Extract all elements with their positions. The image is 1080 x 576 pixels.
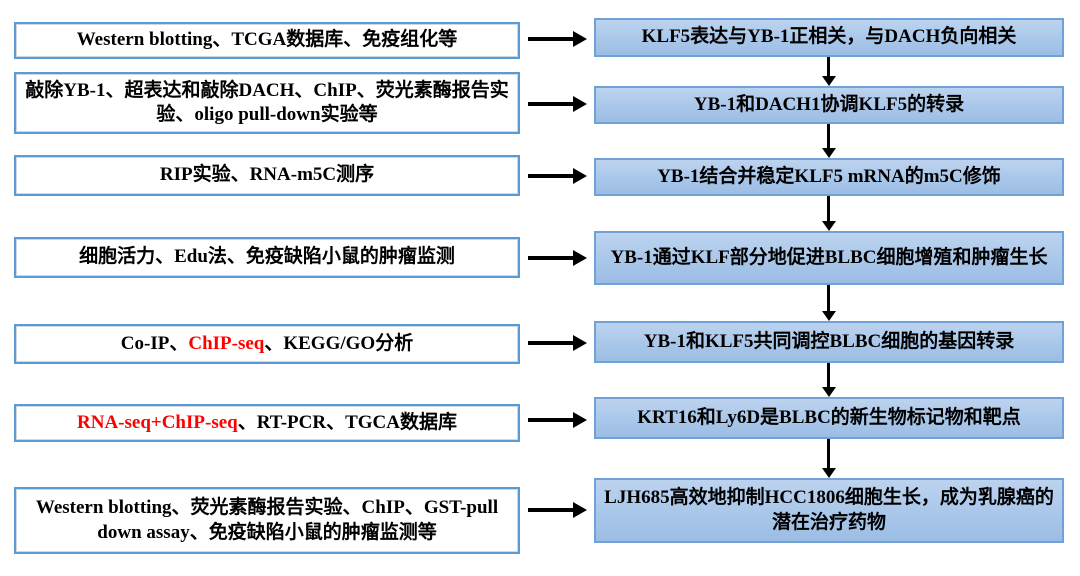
arrow-down-icon bbox=[821, 196, 836, 231]
method-text-1: Western blotting、TCGA数据库、免疫组化等 bbox=[76, 29, 458, 51]
arrow-right-icon bbox=[528, 502, 587, 518]
arrow-right-icon bbox=[528, 250, 587, 266]
finding-text-6: KRT16和Ly6D是BLBC的新生物标记物和靶点 bbox=[637, 406, 1021, 428]
arrow-down-icon bbox=[821, 285, 836, 321]
arrow-down-icon bbox=[821, 439, 836, 478]
finding-text-7: LJH685高效地抑制HCC1806细胞生长，成为乳腺癌的潜在治疗药物 bbox=[604, 487, 1054, 533]
method-text-5: Co-IP、ChIP-seq、KEGG/GO分析 bbox=[120, 332, 414, 354]
arrow-right-icon bbox=[528, 96, 587, 112]
arrow-down-icon bbox=[821, 57, 836, 86]
finding-text-1: KLF5表达与YB-1正相关，与DACH负向相关 bbox=[641, 26, 1017, 48]
arrow-right-icon bbox=[528, 168, 587, 184]
finding-text-4: YB-1通过KLF部分地促进BLBC细胞增殖和肿瘤生长 bbox=[610, 246, 1048, 268]
finding-box-2: YB-1和DACH1协调KLF5的转录 bbox=[594, 86, 1064, 124]
arrow-right-icon bbox=[528, 412, 587, 428]
finding-box-4: YB-1通过KLF部分地促进BLBC细胞增殖和肿瘤生长 bbox=[594, 231, 1064, 285]
method-box-4: 细胞活力、Edu法、免疫缺陷小鼠的肿瘤监测 bbox=[14, 237, 520, 278]
method-box-6: RNA-seq+ChIP-seq、RT-PCR、TGCA数据库 bbox=[14, 404, 520, 442]
method-text-4: 细胞活力、Edu法、免疫缺陷小鼠的肿瘤监测 bbox=[79, 246, 455, 268]
arrow-right-icon bbox=[528, 335, 587, 351]
method-text-2: 敲除YB-1、超表达和敲除DACH、ChIP、荧光素酶报告实验、oligo pu… bbox=[25, 79, 509, 125]
finding-box-1: KLF5表达与YB-1正相关，与DACH负向相关 bbox=[594, 18, 1064, 57]
finding-box-6: KRT16和Ly6D是BLBC的新生物标记物和靶点 bbox=[594, 397, 1064, 439]
finding-text-3: YB-1结合并稳定KLF5 mRNA的m5C修饰 bbox=[657, 165, 1001, 187]
arrow-down-icon bbox=[821, 363, 836, 397]
arrow-right-icon bbox=[528, 31, 587, 47]
finding-text-5: YB-1和KLF5共同调控BLBC细胞的基因转录 bbox=[643, 330, 1015, 352]
method-text-3: RIP实验、RNA-m5C测序 bbox=[159, 164, 375, 186]
method-box-3: RIP实验、RNA-m5C测序 bbox=[14, 155, 520, 196]
method-box-5: Co-IP、ChIP-seq、KEGG/GO分析 bbox=[14, 324, 520, 364]
finding-text-2: YB-1和DACH1协调KLF5的转录 bbox=[693, 93, 965, 115]
finding-box-5: YB-1和KLF5共同调控BLBC细胞的基因转录 bbox=[594, 321, 1064, 363]
finding-box-7: LJH685高效地抑制HCC1806细胞生长，成为乳腺癌的潜在治疗药物 bbox=[594, 478, 1064, 543]
method-text-7: Western blotting、荧光素酶报告实验、ChIP、GST-pull … bbox=[35, 497, 499, 543]
method-box-7: Western blotting、荧光素酶报告实验、ChIP、GST-pull … bbox=[14, 487, 520, 554]
method-text-6: RNA-seq+ChIP-seq、RT-PCR、TGCA数据库 bbox=[77, 411, 457, 433]
method-box-1: Western blotting、TCGA数据库、免疫组化等 bbox=[14, 22, 520, 59]
finding-box-3: YB-1结合并稳定KLF5 mRNA的m5C修饰 bbox=[594, 158, 1064, 196]
arrow-down-icon bbox=[821, 124, 836, 158]
method-box-2: 敲除YB-1、超表达和敲除DACH、ChIP、荧光素酶报告实验、oligo pu… bbox=[14, 72, 520, 134]
